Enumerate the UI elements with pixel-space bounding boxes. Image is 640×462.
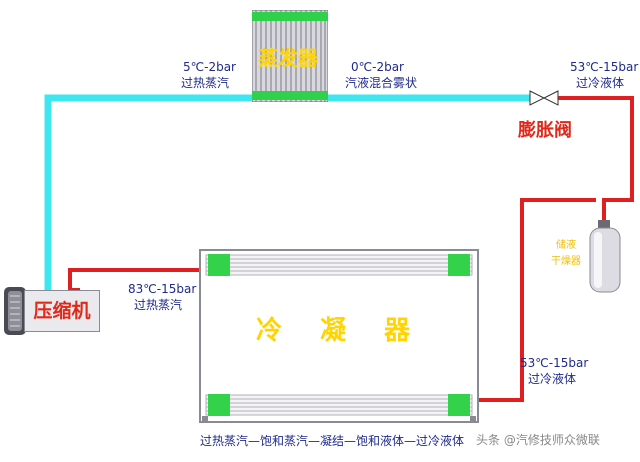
low-pressure-pipe <box>44 94 530 290</box>
state-valve-in-phase: 过冷液体 <box>576 76 625 90</box>
state-compressor-out-phase: 过热蒸汽 <box>134 298 183 312</box>
condenser-unit <box>199 249 479 423</box>
state-valve-in-condition: 53℃-15bar <box>570 60 639 74</box>
state-evap-in-phase: 过热蒸汽 <box>181 76 230 90</box>
condenser-process-caption: 过热蒸汽—饱和蒸汽—凝结—饱和液体—过冷液体 <box>200 434 465 448</box>
evaporator-title: 蒸发器 <box>258 46 318 70</box>
receiver-drier-title: 储液 干燥器 <box>551 238 581 270</box>
watermark: 头条 @汽修技师众微联 <box>476 431 600 448</box>
state-evap-mid-phase: 汽液混合雾状 <box>345 76 418 90</box>
receiver-drier-line-2: 干燥器 <box>551 256 581 267</box>
condenser-title: 冷凝器 <box>256 316 449 346</box>
valve-to-drier-pipe <box>558 96 634 224</box>
state-condenser-out-condition: 53℃-15bar <box>520 356 589 370</box>
condenser-to-drier-pipe <box>478 198 596 402</box>
expansion-valve-icon <box>529 90 559 106</box>
state-evap-in-condition: 5℃-2bar <box>183 60 236 74</box>
compressor-icon <box>4 287 26 335</box>
state-evap-mid-condition: 0℃-2bar <box>351 60 404 74</box>
state-compressor-out-condition: 83℃-15bar <box>128 282 197 296</box>
evaporator-unit <box>252 10 328 102</box>
compressor-title: 压缩机 <box>24 290 100 332</box>
receiver-drier-icon <box>589 220 621 293</box>
state-condenser-out-phase: 过冷液体 <box>528 372 577 386</box>
expansion-valve-title: 膨胀阀 <box>518 120 572 141</box>
receiver-drier-line-1: 储液 <box>556 240 576 251</box>
